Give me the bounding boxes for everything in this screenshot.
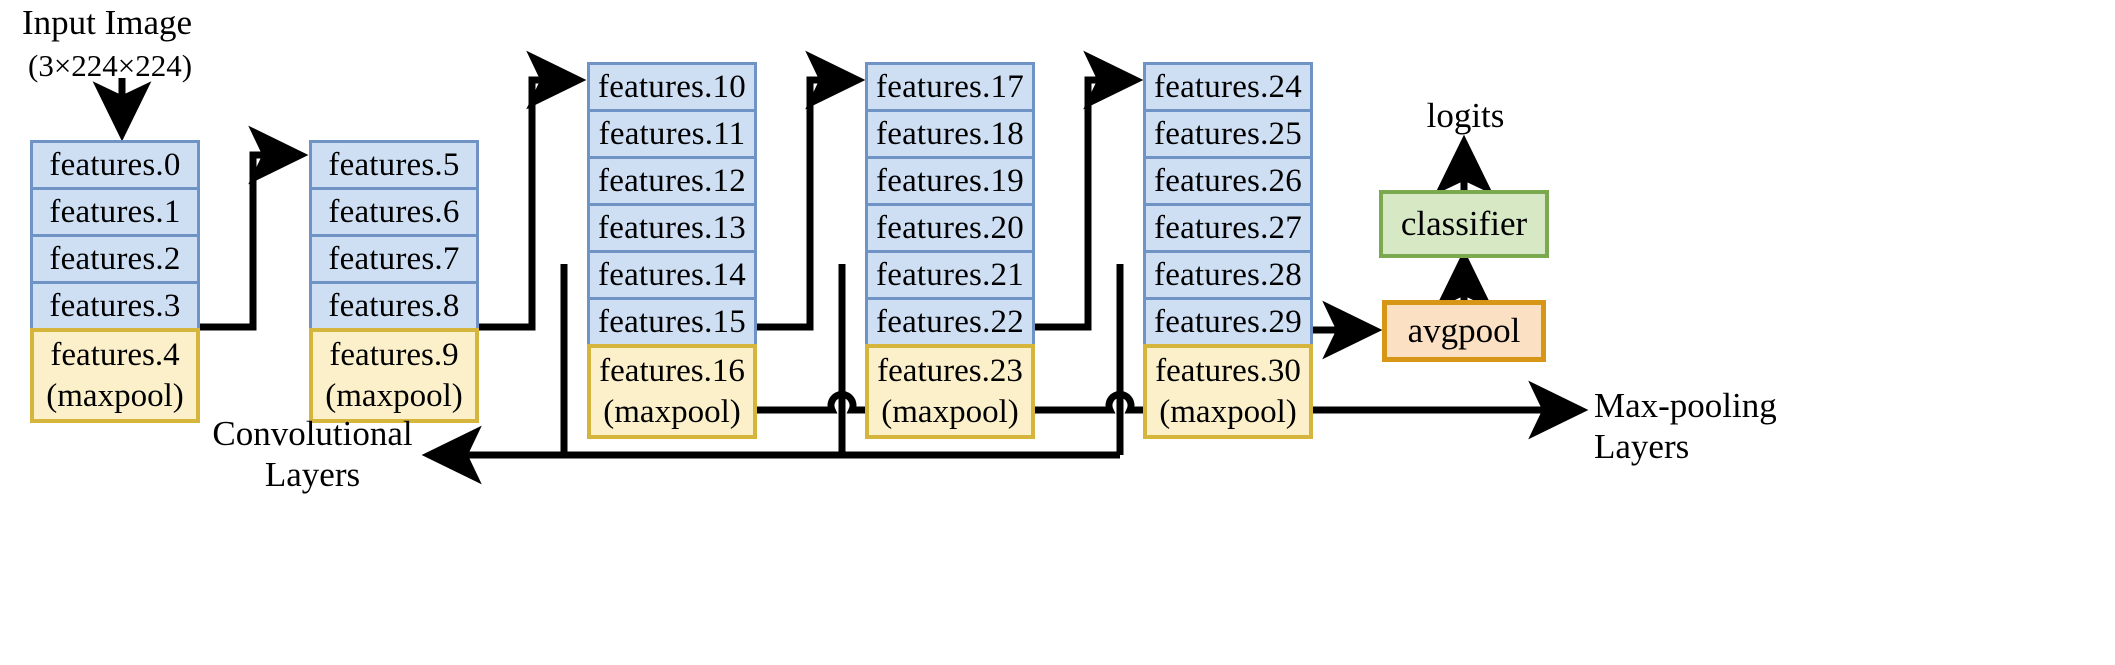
wire-block4-to-block5 bbox=[1035, 50, 1144, 331]
conv-layer-cell[interactable]: features.1 bbox=[30, 187, 200, 234]
conv-layer-cell[interactable]: features.10 bbox=[587, 62, 757, 109]
maxpool-layer-cell[interactable]: features.4 (maxpool) bbox=[30, 328, 200, 423]
conv-layer-cell[interactable]: features.27 bbox=[1143, 203, 1313, 250]
wire-block2-to-block3 bbox=[479, 50, 587, 331]
legend-conv-line2: Layers bbox=[264, 455, 361, 495]
maxpool-layer-cell[interactable]: features.23 (maxpool) bbox=[865, 344, 1035, 439]
conv-layer-cell[interactable]: features.2 bbox=[30, 234, 200, 281]
conv-layer-cell[interactable]: features.6 bbox=[309, 187, 479, 234]
maxpool-layer-cell[interactable]: features.9 (maxpool) bbox=[309, 328, 479, 423]
maxpool-suffix: (maxpool) bbox=[1159, 393, 1297, 430]
conv-layer-cell[interactable]: features.18 bbox=[865, 109, 1035, 156]
maxpool-layer-cell[interactable]: features.16 (maxpool) bbox=[587, 344, 757, 439]
input-image-shape-text: (3×224×224) bbox=[28, 48, 193, 83]
conv-layer-cell[interactable]: features.12 bbox=[587, 156, 757, 203]
wire-pool-bus bbox=[668, 380, 1589, 440]
maxpool-name: features.30 bbox=[1155, 353, 1301, 390]
input-image-shape: (3×224×224) bbox=[28, 48, 192, 85]
legend-pool-line2: Layers bbox=[1594, 427, 1690, 467]
conv-layer-cell[interactable]: features.20 bbox=[865, 203, 1035, 250]
input-image-title-text: Input Image bbox=[22, 3, 193, 42]
conv-layer-cell[interactable]: features.28 bbox=[1143, 250, 1313, 297]
conv-layer-cell[interactable]: features.29 bbox=[1143, 297, 1313, 344]
maxpool-name: features.16 bbox=[599, 353, 745, 390]
conv-layer-cell[interactable]: features.21 bbox=[865, 250, 1035, 297]
block-1: features.0 features.1 features.2 feature… bbox=[30, 140, 200, 423]
legend-convolutional-layers: Convolutional Layers bbox=[200, 413, 425, 496]
block-4: features.17 features.18 features.19 feat… bbox=[865, 62, 1035, 439]
block-5: features.24 features.25 features.26 feat… bbox=[1143, 62, 1313, 439]
conv-layer-cell[interactable]: features.7 bbox=[309, 234, 479, 281]
maxpool-layer-cell[interactable]: features.30 (maxpool) bbox=[1143, 344, 1313, 439]
conv-layer-cell[interactable]: features.24 bbox=[1143, 62, 1313, 109]
conv-layer-cell[interactable]: features.11 bbox=[587, 109, 757, 156]
conv-layer-cell[interactable]: features.15 bbox=[587, 297, 757, 344]
legend-pool-line1: Max-pooling bbox=[1594, 386, 1777, 425]
conv-layer-cell[interactable]: features.5 bbox=[309, 140, 479, 187]
maxpool-suffix: (maxpool) bbox=[881, 393, 1019, 430]
wire-block1-to-block2 bbox=[200, 125, 309, 331]
classifier-block[interactable]: classifier bbox=[1379, 190, 1549, 258]
conv-layer-cell[interactable]: features.26 bbox=[1143, 156, 1313, 203]
wire-block3-to-block4 bbox=[757, 50, 866, 331]
block-2: features.5 features.6 features.7 feature… bbox=[309, 140, 479, 423]
maxpool-name: features.4 bbox=[50, 337, 180, 374]
legend-maxpooling-layers: Max-pooling Layers bbox=[1594, 385, 1894, 468]
classifier-label: classifier bbox=[1400, 204, 1528, 243]
conv-layer-cell[interactable]: features.22 bbox=[865, 297, 1035, 344]
conv-layer-cell[interactable]: features.17 bbox=[865, 62, 1035, 109]
maxpool-suffix: (maxpool) bbox=[46, 377, 184, 414]
conv-layer-cell[interactable]: features.8 bbox=[309, 281, 479, 328]
conv-layer-cell[interactable]: features.14 bbox=[587, 250, 757, 297]
logits-label-text: logits bbox=[1426, 96, 1505, 135]
conv-layer-cell[interactable]: features.0 bbox=[30, 140, 200, 187]
logits-label: logits bbox=[1393, 95, 1538, 136]
maxpool-name: features.23 bbox=[877, 353, 1023, 390]
conv-layer-cell[interactable]: features.3 bbox=[30, 281, 200, 328]
conv-layer-cell[interactable]: features.25 bbox=[1143, 109, 1313, 156]
maxpool-name: features.9 bbox=[329, 337, 459, 374]
avgpool-block[interactable]: avgpool bbox=[1382, 300, 1546, 362]
conv-layer-cell[interactable]: features.13 bbox=[587, 203, 757, 250]
avgpool-label: avgpool bbox=[1407, 311, 1521, 350]
maxpool-suffix: (maxpool) bbox=[325, 377, 463, 414]
block-3: features.10 features.11 features.12 feat… bbox=[587, 62, 757, 439]
input-image-title: Input Image bbox=[22, 2, 192, 43]
legend-conv-line1: Convolutional bbox=[212, 414, 413, 453]
maxpool-suffix: (maxpool) bbox=[603, 393, 741, 430]
conv-layer-cell[interactable]: features.19 bbox=[865, 156, 1035, 203]
